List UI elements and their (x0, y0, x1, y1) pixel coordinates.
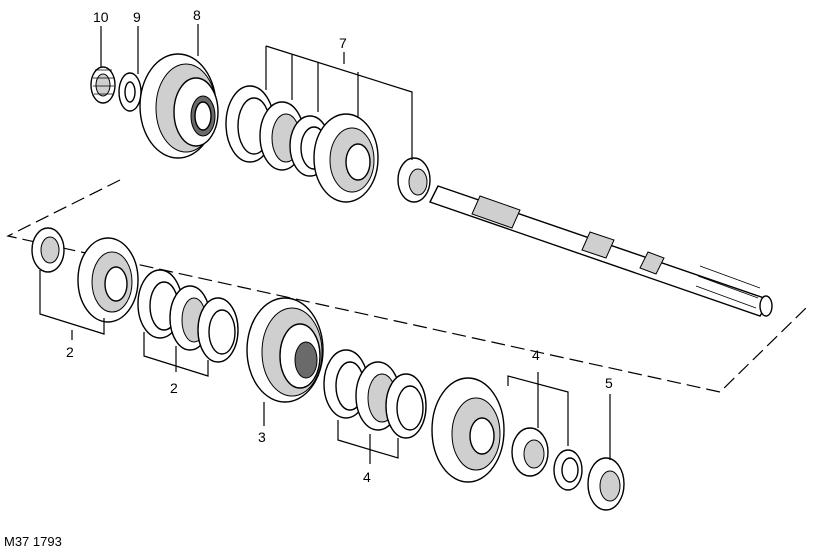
callout-2-gear: 2 (66, 344, 74, 360)
callout-3: 3 (258, 429, 266, 445)
callout-5: 5 (605, 375, 613, 391)
leader-lines (39, 24, 611, 464)
synchro-sleeve-8 (139, 53, 219, 159)
callout-4-rings: 4 (363, 469, 371, 485)
mainshaft (429, 185, 773, 317)
gear-7 (313, 113, 379, 203)
callout-4-gear: 4 (532, 347, 540, 363)
callout-9: 9 (133, 9, 141, 25)
spacer-washer-4 (553, 449, 583, 491)
needle-bearing-7 (397, 157, 431, 203)
gear-2 (77, 237, 139, 323)
needle-bearing-10 (90, 66, 116, 104)
callout-10: 10 (93, 9, 109, 25)
gear-4 (431, 377, 505, 483)
figure-reference: M37 1793 (4, 534, 62, 549)
needle-bearing-5 (587, 457, 625, 511)
callout-8: 8 (193, 7, 201, 23)
needle-bearing-4 (511, 427, 549, 477)
synchro-ring-4c (385, 373, 427, 439)
callout-2-rings: 2 (170, 380, 178, 396)
spacer-washer-9 (118, 72, 142, 112)
needle-bearing-2 (31, 227, 65, 273)
synchro-sleeve-3 (246, 297, 324, 403)
synchro-ring-2c (197, 297, 239, 363)
group-dashed-outline (6, 179, 807, 393)
callout-7: 7 (339, 35, 347, 51)
